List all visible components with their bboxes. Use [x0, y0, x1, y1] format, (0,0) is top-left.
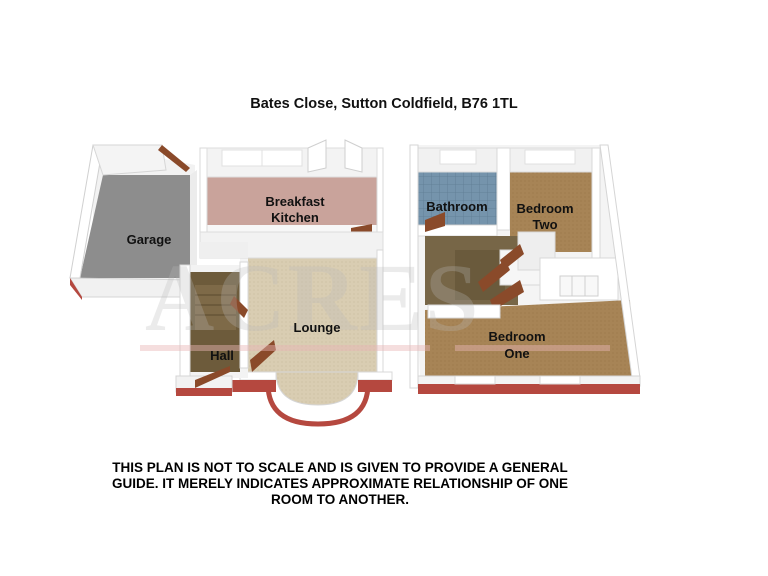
bedroom-one-floor	[425, 300, 632, 376]
hall-room	[175, 261, 276, 396]
disclaimer-line: GUIDE. IT MERELY INDICATES APPROXIMATE R…	[111, 476, 569, 491]
label-hall: Hall	[210, 348, 234, 363]
first-floor	[409, 144, 641, 394]
label-bedroom-one-line2: One	[504, 346, 529, 361]
label-bedroom-two-line1: Bedroom	[516, 201, 573, 216]
lounge-door	[250, 340, 276, 372]
label-kitchen-line2: Kitchen	[271, 210, 319, 225]
label-bedroom-two-line2: Two	[532, 217, 557, 232]
disclaimer-line: ROOM TO ANOTHER.	[271, 492, 409, 507]
lounge-room	[199, 231, 393, 427]
bathroom-floor	[418, 172, 497, 225]
label-bathroom: Bathroom	[426, 199, 487, 214]
label-garage: Garage	[127, 232, 172, 247]
hall-inner-door	[230, 296, 248, 318]
front-door	[195, 366, 230, 388]
label-bedroom-one-line1: Bedroom	[488, 329, 545, 344]
lounge-floor	[248, 258, 377, 372]
plan-title: Bates Close, Sutton Coldfield, B76 1TL	[250, 96, 518, 112]
watermark: ACRES	[145, 244, 480, 351]
disclaimer: THIS PLAN IS NOT TO SCALE AND IS GIVEN T…	[60, 460, 620, 508]
label-kitchen-line1: Breakfast	[265, 194, 325, 209]
bedroom-one-room	[425, 257, 632, 376]
garage-floor	[80, 175, 190, 278]
bathroom-room	[417, 147, 511, 237]
garage-door	[158, 145, 190, 172]
disclaimer-line: THIS PLAN IS NOT TO SCALE AND IS GIVEN T…	[112, 460, 568, 475]
landing-room	[425, 231, 556, 310]
kitchen-floor	[207, 177, 377, 225]
garage-room	[69, 144, 197, 300]
label-lounge: Lounge	[294, 320, 341, 335]
ground-floor	[69, 139, 393, 427]
